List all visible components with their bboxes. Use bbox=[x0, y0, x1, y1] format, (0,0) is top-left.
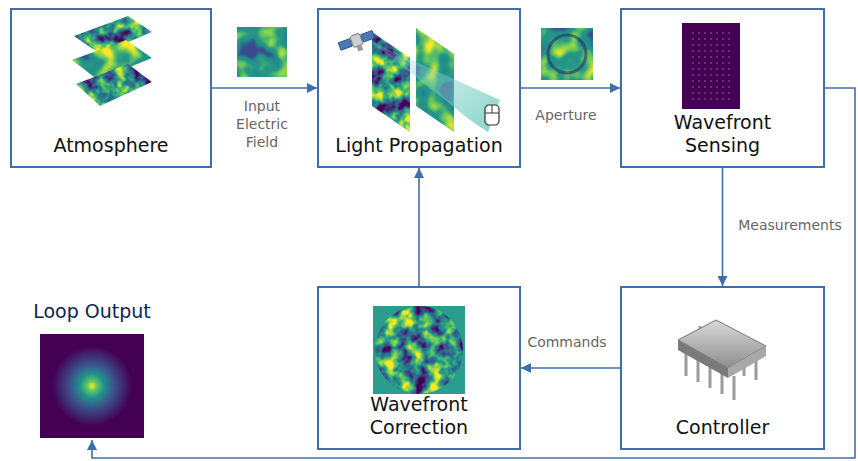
psf-image bbox=[40, 334, 144, 438]
connector-arrow bbox=[722, 168, 724, 286]
connector-arrow bbox=[418, 168, 420, 286]
connector-arrow bbox=[212, 87, 317, 89]
mirror-image bbox=[373, 306, 465, 394]
panel-heading: Loop Output bbox=[33, 300, 151, 324]
box-label: Atmosphere bbox=[53, 134, 168, 158]
propagation-illustration bbox=[338, 28, 500, 132]
psf-spot bbox=[52, 346, 132, 426]
connector-arrow bbox=[92, 88, 855, 458]
edge-label: Input Electric Field bbox=[218, 97, 306, 152]
output-panel: Loop Output bbox=[22, 300, 162, 440]
box-label: Wavefront Sensing bbox=[653, 111, 793, 159]
sensor-image bbox=[682, 23, 740, 109]
box-label: Light Propagation bbox=[335, 134, 502, 158]
process-box: Light Propagation bbox=[317, 8, 521, 168]
input-field-image bbox=[237, 27, 287, 77]
connector-arrow bbox=[521, 87, 620, 89]
process-box: Atmosphere bbox=[10, 8, 212, 168]
edge-label: Commands bbox=[525, 333, 608, 351]
process-box: Wavefront Sensing bbox=[620, 8, 825, 168]
connector-arrow bbox=[521, 367, 620, 369]
edge-label: Measurements bbox=[736, 216, 843, 234]
process-box: Wavefront Correction bbox=[317, 286, 521, 450]
atmosphere-layers bbox=[72, 16, 152, 106]
process-box: Controller bbox=[620, 286, 825, 450]
chip-icon bbox=[678, 320, 766, 400]
box-label: Wavefront Correction bbox=[344, 393, 494, 441]
box-label: Controller bbox=[676, 416, 769, 440]
telescope-icon bbox=[485, 105, 499, 125]
aperture-image bbox=[541, 28, 593, 80]
edge-label: Aperture bbox=[533, 106, 598, 124]
